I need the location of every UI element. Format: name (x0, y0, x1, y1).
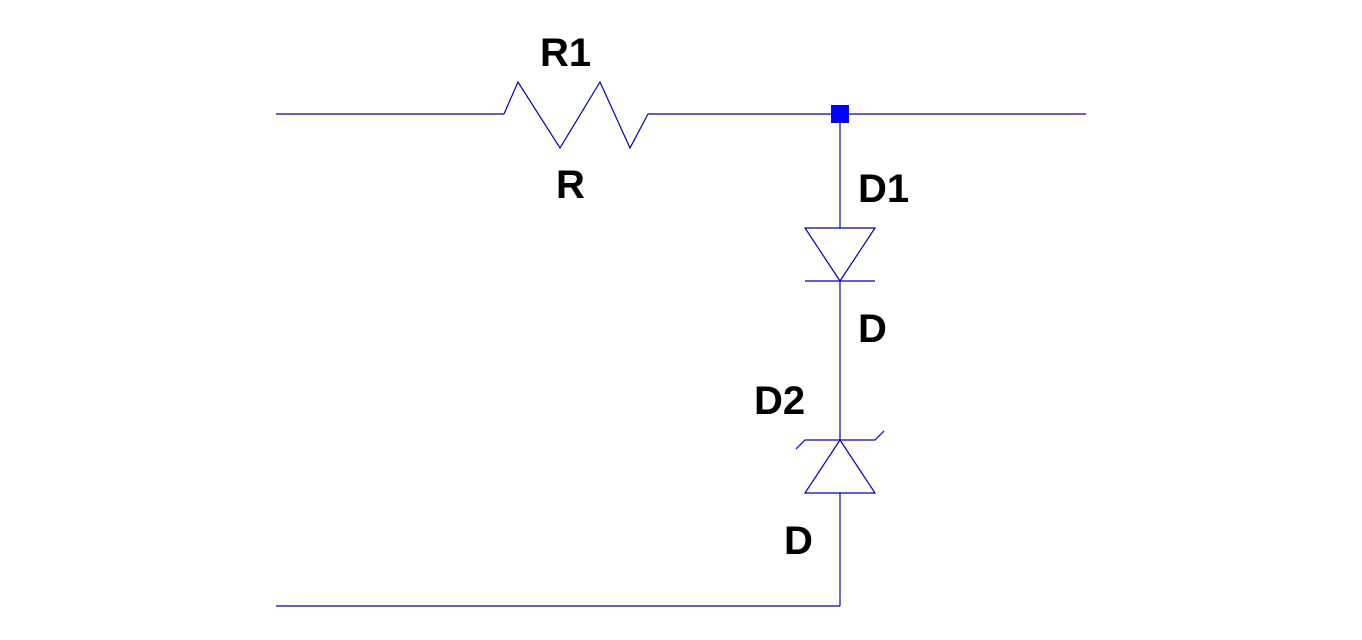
zener-d2-cathode-bar[interactable] (795, 430, 885, 450)
d1-reference-label: D1 (858, 167, 909, 211)
zener-d2-triangle[interactable] (803, 438, 877, 494)
resistor-r1[interactable] (503, 80, 649, 150)
r1-value-label: R (556, 163, 585, 207)
d2-reference-label: D2 (754, 379, 805, 423)
d1-value-label: D (858, 307, 887, 351)
junction-node[interactable] (831, 105, 849, 123)
r1-reference-label: R1 (540, 31, 591, 75)
diode-d1-triangle[interactable] (803, 227, 877, 283)
wires (276, 113, 1086, 607)
zener-diode-d2[interactable] (795, 430, 885, 494)
diode-d1[interactable] (803, 227, 877, 283)
d2-value-label: D (784, 519, 813, 563)
resistor-r1-symbol[interactable] (503, 80, 649, 150)
